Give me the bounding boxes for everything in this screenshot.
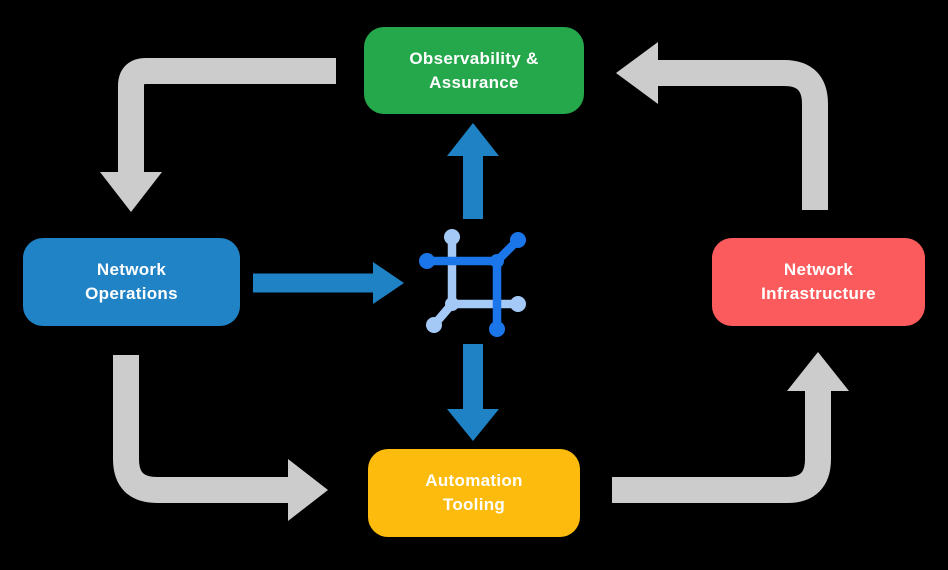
- arrow-operations-to-center: [253, 262, 404, 304]
- arrow-center-to-observability: [447, 123, 499, 219]
- network-mesh-icon: [419, 229, 526, 337]
- node-label-line: Network: [96, 260, 167, 279]
- node-network-infrastructure[interactable]: Network Infrastructure: [712, 238, 925, 326]
- node-label-line: Automation: [425, 471, 523, 490]
- node-label-line: Observability &: [409, 48, 539, 68]
- node-label-line: Network: [783, 260, 854, 279]
- arrow-infrastructure-to-observability: [616, 42, 828, 210]
- arrow-operations-to-automation: [113, 355, 328, 521]
- node-label-line: Tooling: [442, 495, 506, 514]
- node-label-line: Assurance: [429, 72, 519, 92]
- arrow-center-to-automation: [447, 344, 499, 441]
- node-observability-assurance[interactable]: Observability & Assurance: [364, 27, 584, 114]
- arrow-automation-to-infrastructure: [612, 352, 849, 503]
- node-network-operations[interactable]: Network Operations: [23, 238, 240, 326]
- arrow-observability-to-operations: [100, 58, 336, 212]
- node-automation-tooling[interactable]: Automation Tooling: [368, 449, 580, 537]
- node-label-line: Infrastructure: [761, 284, 876, 303]
- node-label-line: Operations: [85, 284, 178, 303]
